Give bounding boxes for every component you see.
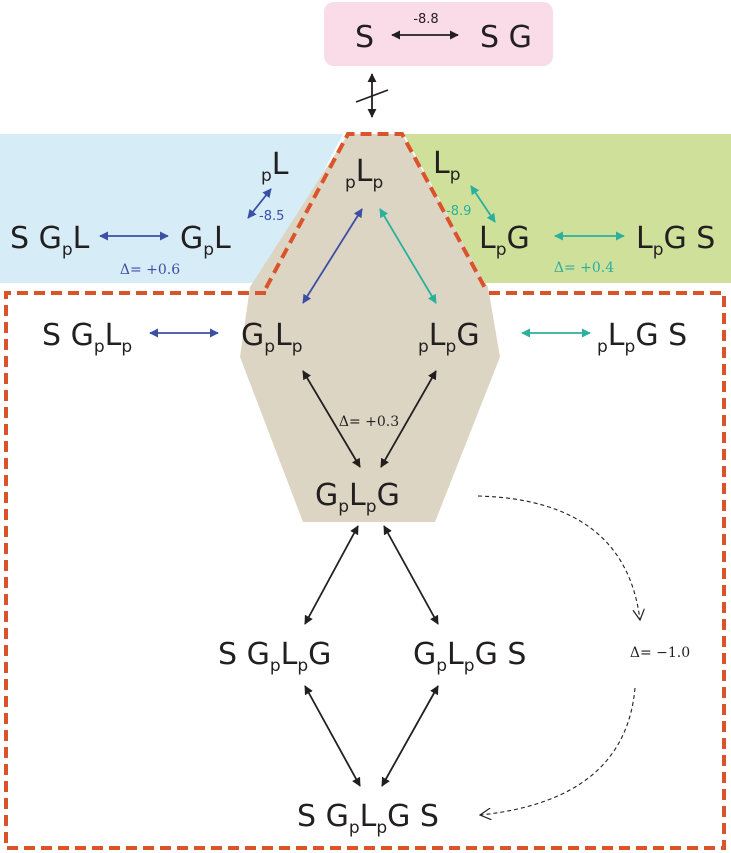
energy-label-top: -8.8 [413, 12, 438, 27]
species-pl: pL [261, 147, 289, 186]
arrow-gpl-pl [247, 188, 272, 219]
species-lpg: LpG [479, 221, 530, 260]
arrow-plp-gplp [302, 208, 363, 304]
species-gplpg: GpLpG [315, 478, 400, 517]
dashed-curve-lower [480, 687, 636, 815]
arrow-top-blocked-slash [355, 89, 389, 103]
dashed-border-outer [4, 291, 726, 850]
delta-label-center: Δ= +0.3 [339, 414, 399, 430]
species-gplpgs: GpLpG S [413, 637, 526, 676]
species-plpgs: pLpG S [597, 318, 687, 357]
species-lpgs: LpG S [636, 221, 715, 260]
species-sgplpg: S GpLpG [218, 637, 331, 676]
blue-region [0, 134, 343, 283]
arrow-gplpg-gplpgs [383, 525, 439, 625]
species-sg: S G [480, 20, 532, 55]
species-gpl: GpL [180, 221, 231, 260]
arrow-gplpgs-sgplpgs [381, 685, 439, 787]
arrow-plp-plpg [379, 208, 437, 304]
delta-label-blue: Δ= +0.6 [120, 262, 180, 278]
arrow-plpg-gplpg [380, 370, 437, 468]
arrow-gplp-gplpg [302, 370, 361, 468]
delta-label-green: Δ= +0.4 [554, 260, 614, 276]
dashed-curve-upper [477, 495, 640, 620]
species-sgplp: S GpLp [42, 318, 132, 357]
arrow-gplpg-sgplpg [304, 525, 359, 625]
green-region [404, 134, 731, 283]
species-gplp: GpLp [241, 318, 303, 357]
delta-label-dashed: Δ= −1.0 [630, 645, 690, 661]
species-s: S [355, 20, 374, 55]
arrow-lp-lpg [470, 185, 496, 223]
species-lp: Lp [433, 146, 461, 185]
species-sgpl: S GpL [10, 221, 90, 260]
species-plpg: pLpG [418, 318, 480, 357]
energy-label-blue: -8.5 [259, 209, 284, 224]
energy-label-green: -8.9 [446, 204, 471, 219]
species-sgplpgs: S GpLpG S [297, 799, 439, 838]
species-plp: pLp [345, 154, 383, 193]
arrow-sgplpg-sgplpgs [304, 685, 361, 787]
